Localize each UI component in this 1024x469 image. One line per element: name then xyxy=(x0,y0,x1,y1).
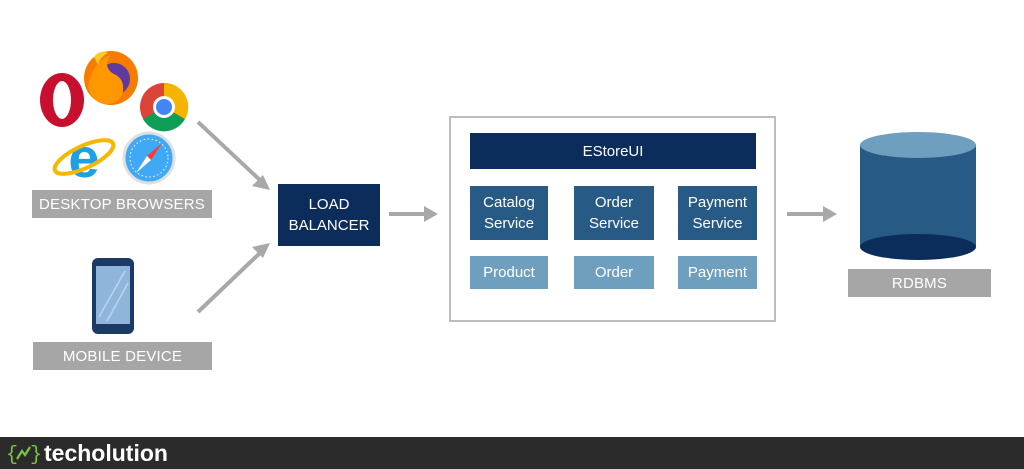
svg-text:}: } xyxy=(30,444,40,464)
smartphone-icon xyxy=(91,257,135,335)
order-service-line2: Service xyxy=(588,215,640,232)
svg-text:e: e xyxy=(68,126,99,187)
order-service-line1: Order xyxy=(594,194,634,211)
database-cylinder-icon xyxy=(856,128,980,264)
payment-data-box: Payment xyxy=(678,256,757,289)
firefox-icon xyxy=(84,51,138,105)
chrome-icon xyxy=(140,82,189,132)
load-balancer-line2: BALANCER xyxy=(288,217,370,234)
internet-explorer-icon: e xyxy=(52,126,116,189)
opera-icon xyxy=(40,73,84,127)
footer-bar: { } techolution xyxy=(0,437,1024,469)
load-balancer-line1: LOAD xyxy=(308,196,350,213)
arrow-desktop-to-lb xyxy=(196,120,264,184)
brand-name: techolution xyxy=(44,440,168,466)
product-data-box: Product xyxy=(470,256,548,289)
svg-text:{: { xyxy=(6,444,18,464)
payment-service-line1: Payment xyxy=(687,194,748,211)
catalog-service-line1: Catalog xyxy=(483,194,535,211)
desktop-browsers-label: DESKTOP BROWSERS xyxy=(32,190,212,218)
payment-service-line2: Service xyxy=(692,215,743,232)
load-balancer-box: LOAD BALANCER xyxy=(278,184,380,246)
estore-ui-box: EStoreUI xyxy=(470,133,756,169)
curly-brace-logo-icon: { } xyxy=(6,442,42,467)
safari-icon xyxy=(122,131,176,185)
browser-icons: e xyxy=(30,45,200,189)
arrow-mobile-to-lb xyxy=(196,249,264,314)
catalog-service-box: Catalog Service xyxy=(470,186,548,240)
order-data-box: Order xyxy=(574,256,654,289)
order-service-box: Order Service xyxy=(574,186,654,240)
payment-service-box: Payment Service xyxy=(678,186,757,240)
application-container xyxy=(449,116,776,322)
rdbms-label: RDBMS xyxy=(848,269,991,297)
mobile-device-label: MOBILE DEVICE xyxy=(33,342,212,370)
catalog-service-line2: Service xyxy=(483,215,535,232)
